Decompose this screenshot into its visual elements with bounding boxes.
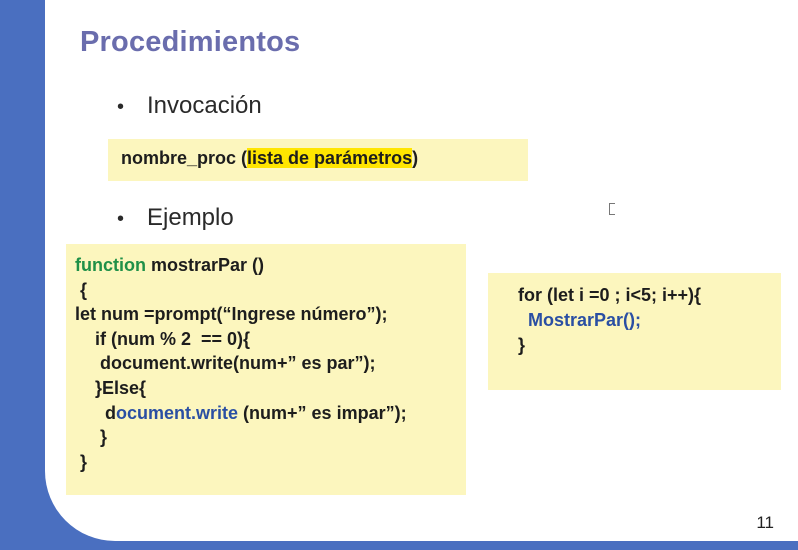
syntax-line: nombre_proc (lista de parámetros) <box>121 148 418 169</box>
bullet-invocacion: • Invocación <box>117 92 262 120</box>
bullet-text: Invocación <box>147 92 262 119</box>
code-line: } <box>75 427 108 447</box>
code-line: for (let i =0 ; i<5; i++){ <box>518 285 702 305</box>
code-line: let num =prompt(“Ingrese número”); <box>75 304 388 324</box>
bullet-ejemplo: • Ejemplo <box>117 204 234 232</box>
code-line: function mostrarPar () <box>75 255 264 276</box>
code-box-left: function mostrarPar () { let num =prompt… <box>66 244 466 495</box>
code-box-right: for (let i =0 ; i<5; i++){ MostrarPar();… <box>488 273 781 390</box>
code-text: mostrarPar () <box>145 255 265 275</box>
syntax-box: nombre_proc (lista de parámetros) <box>108 139 528 181</box>
syntax-text: nombre_proc ( <box>121 148 248 168</box>
slide-title: Procedimientos <box>80 26 301 58</box>
code-keyword: ocument.write <box>116 403 239 423</box>
code-line: document.write(num+” es par”); <box>75 353 376 373</box>
bullet-text: Ejemplo <box>147 204 234 231</box>
code-line: document.write (num+” es impar”); <box>75 403 407 424</box>
code-line: } <box>75 452 88 472</box>
bullet-dot-icon: • <box>117 96 125 118</box>
code-line: }Else{ <box>75 378 147 398</box>
bullet-dot-icon: • <box>117 208 125 230</box>
code-text: d <box>75 403 117 423</box>
syntax-text-end: ) <box>412 148 419 168</box>
code-line: if (num % 2 == 0){ <box>75 329 251 349</box>
code-keyword: function <box>75 255 146 275</box>
text-cursor-icon <box>609 203 615 215</box>
code-keyword: MostrarPar(); <box>518 310 642 330</box>
code-line: } <box>518 335 526 355</box>
code-text: (num+” es impar”); <box>238 403 407 423</box>
syntax-highlight: lista de parámetros <box>247 148 413 168</box>
code-line: { <box>75 280 88 300</box>
page-number: 11 <box>756 513 774 532</box>
